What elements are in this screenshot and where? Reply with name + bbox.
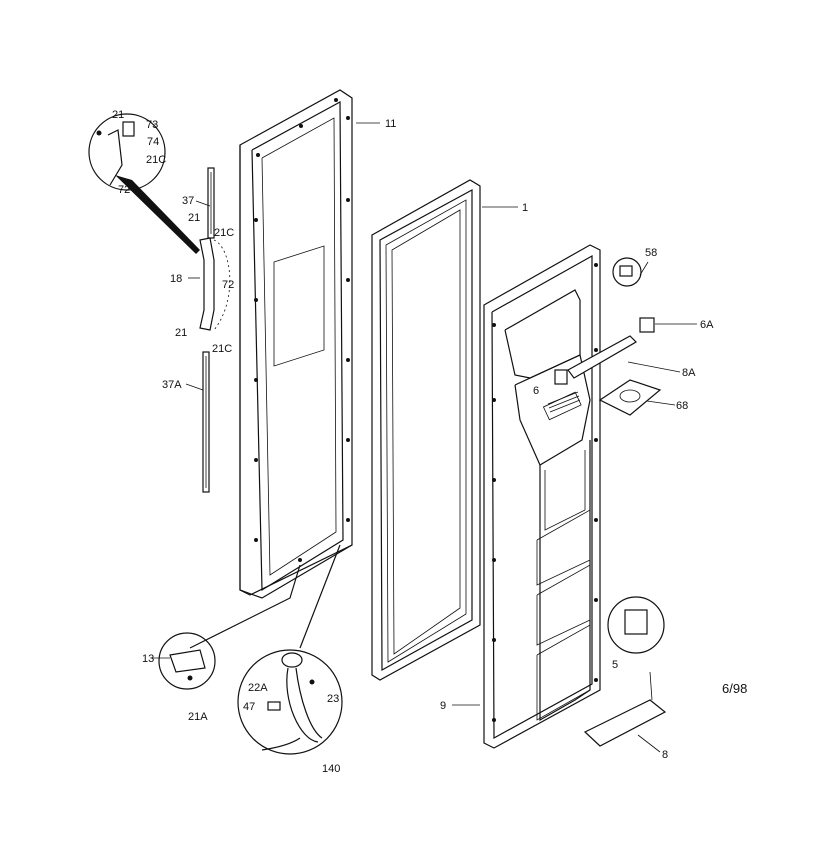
inner-door-liner <box>483 244 601 749</box>
part-6 <box>554 369 568 385</box>
label-6: 6 <box>533 385 539 397</box>
label-5: 5 <box>612 659 618 671</box>
label-72-inset: 72 <box>118 184 130 196</box>
label-18: 18 <box>170 273 182 285</box>
part-8-bin <box>583 671 667 747</box>
label-21c-a: 21C <box>214 227 234 239</box>
outer-door-panel <box>239 89 353 599</box>
label-23: 23 <box>327 693 339 705</box>
label-21c-b: 21C <box>212 343 232 355</box>
part-58-inset <box>612 257 642 287</box>
label-72: 72 <box>222 279 234 291</box>
label-8a: 8A <box>682 367 696 379</box>
label-11: 11 <box>385 118 396 130</box>
part-5-inset <box>607 596 665 654</box>
door-gasket <box>371 179 481 681</box>
label-21c-inset: 21C <box>146 154 166 166</box>
label-21a: 21A <box>188 711 208 723</box>
part-68 <box>598 379 662 416</box>
hinge-strip-37a <box>202 351 210 493</box>
part-13-inset <box>158 632 216 690</box>
label-47: 47 <box>243 701 255 713</box>
part-6a <box>639 317 655 333</box>
label-6a: 6A <box>700 319 714 331</box>
label-13: 13 <box>142 653 154 665</box>
label-74: 74 <box>147 136 159 148</box>
label-37a: 37A <box>162 379 182 391</box>
part-8a <box>567 335 637 379</box>
hinge-detail-inset <box>88 113 200 254</box>
callout-labels: 11 1 21 73 74 21C 72 37 21 21C 18 72 21 … <box>112 109 747 775</box>
label-140: 140 <box>322 763 340 775</box>
label-37: 37 <box>182 195 194 207</box>
hinge-18 <box>199 237 231 331</box>
label-21-low: 21 <box>175 327 187 339</box>
label-21-mid: 21 <box>188 212 200 224</box>
leader-lines <box>152 122 697 753</box>
wire-harness-inset <box>237 649 343 755</box>
label-58: 58 <box>645 247 657 259</box>
label-1: 1 <box>522 202 528 214</box>
date-code: 6/98 <box>722 681 747 696</box>
hinge-strip-37 <box>207 167 215 239</box>
label-9: 9 <box>440 700 446 712</box>
label-8: 8 <box>662 749 668 761</box>
label-22a: 22A <box>248 682 268 694</box>
label-73: 73 <box>146 119 158 131</box>
label-68: 68 <box>676 400 688 412</box>
label-21-top: 21 <box>112 109 124 121</box>
